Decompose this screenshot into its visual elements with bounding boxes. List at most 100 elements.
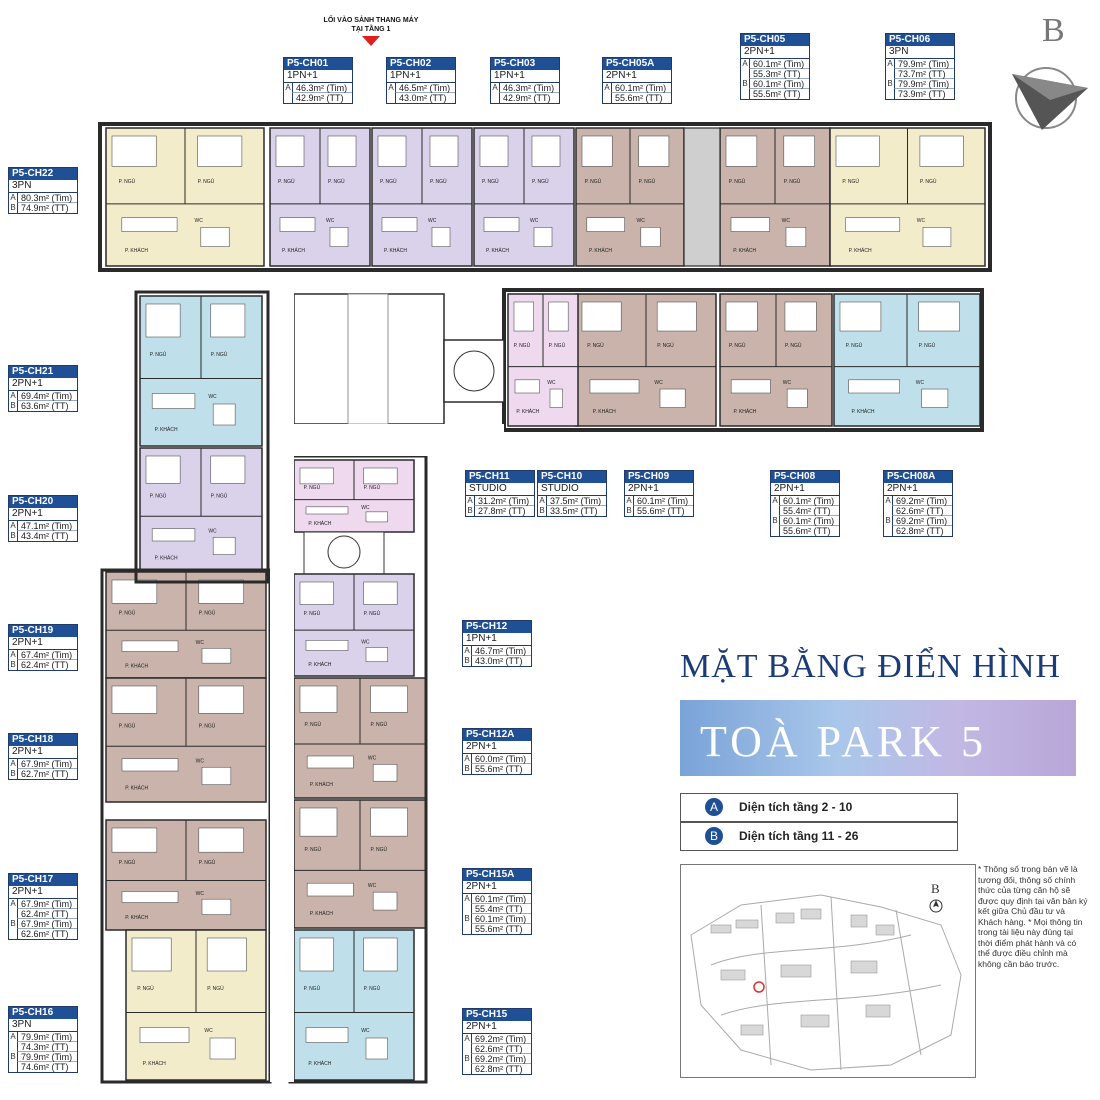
room-label: WC: [196, 640, 205, 646]
room-label: WC: [428, 218, 437, 224]
floor-range-letter: A: [492, 83, 498, 92]
legend-badge: A: [705, 798, 723, 816]
site-location-map: B: [680, 864, 976, 1078]
floor-range-letter: A: [10, 521, 16, 530]
unit-code: P5-CH05: [741, 34, 809, 46]
sofa-furniture: [483, 217, 520, 232]
room-label: P. NGỦ: [119, 859, 136, 866]
sofa-furniture: [730, 379, 771, 394]
building-name: TOÀ PARK 5: [700, 717, 987, 766]
unit-area-row: 42.9m² (TT): [491, 93, 559, 103]
unit-type: 2PN+1: [741, 46, 809, 59]
room-label: WC: [782, 218, 791, 224]
bed-furniture: [919, 135, 964, 167]
staircase-icon: [327, 535, 361, 569]
area-value: 67.9m² (Tim): [17, 899, 77, 909]
floor-range-letter: A: [626, 496, 632, 505]
room-label: P. KHÁCH: [384, 247, 407, 254]
top-wing-outline: [98, 122, 992, 272]
area-value: 55.3m² (TT): [749, 69, 809, 79]
area-value: 46.7m² (Tim): [471, 646, 531, 656]
area-value: 55.4m² (TT): [471, 904, 531, 914]
area-value: 55.6m² (TT): [779, 526, 839, 536]
area-value: 27.8m² (TT): [474, 506, 534, 516]
unit-code: P5-CH09: [625, 471, 693, 483]
room-label: WC: [530, 218, 539, 224]
floor-range-letter: A: [285, 83, 291, 92]
bed-furniture: [197, 135, 243, 167]
floor-range-letter: A: [10, 650, 16, 659]
bath-fixture: [209, 1037, 236, 1060]
room-label: P. NGỦ: [549, 342, 566, 349]
floor-range-letter: [463, 1064, 471, 1074]
room-label: P. NGỦ: [364, 985, 381, 992]
room-label: WC: [368, 756, 377, 762]
room-label: P. NGỦ: [304, 985, 321, 992]
plan-title: MẶT BẰNG ĐIỂN HÌNH: [680, 648, 1061, 685]
unit-type: STUDIO: [538, 483, 606, 496]
staircase-icon: [453, 350, 495, 392]
bed-furniture: [581, 135, 613, 167]
sofa-furniture: [121, 758, 179, 772]
unit-code: P5-CH21: [9, 366, 77, 378]
title-band: [680, 700, 1076, 776]
room-label: WC: [547, 380, 556, 386]
area-value: 60.1m² (Tim): [749, 59, 809, 69]
bed-furniture: [145, 303, 181, 338]
bed-furniture: [111, 135, 157, 167]
shaft: [683, 127, 721, 267]
area-value: 69.2m² (Tim): [471, 1034, 531, 1044]
room-label: P. NGỦ: [919, 342, 936, 349]
floor-range-letter: B: [464, 764, 470, 773]
bed-furniture: [299, 807, 338, 837]
area-value: 46.3m² (Tim): [499, 83, 559, 93]
bath-fixture: [200, 227, 230, 247]
bath-fixture: [365, 511, 388, 523]
bed-furniture: [638, 135, 670, 167]
area-value: 60.0m² (Tim): [471, 754, 531, 764]
floor-range-letter: B: [464, 1054, 470, 1063]
room-label: P. KHÁCH: [125, 247, 148, 254]
floor-range-letter: A: [772, 496, 778, 505]
area-value: 62.8m² (TT): [892, 526, 952, 536]
area-value: 46.3m² (Tim): [292, 83, 352, 93]
unit-type: 2PN+1: [463, 881, 531, 894]
bed-furniture: [370, 807, 408, 837]
room-label: P. NGỦ: [304, 484, 321, 491]
bed-furniture: [198, 579, 244, 604]
floor-range-letter: A: [464, 646, 470, 655]
area-value: 60.1m² (Tim): [779, 516, 839, 526]
unit-type: 2PN+1: [463, 741, 531, 754]
map-compass-icon: [929, 899, 943, 913]
room-label: P. NGỦ: [657, 342, 674, 349]
legend-badge: B: [705, 827, 723, 845]
unit-type: 2PN+1: [9, 637, 77, 650]
room-label: P. NGỦ: [587, 342, 604, 349]
area-value: 79.9m² (Tim): [17, 1052, 77, 1062]
core-area: [443, 339, 505, 403]
floor-range-letter: B: [10, 203, 16, 212]
unit-type: 1PN+1: [463, 633, 531, 646]
room-label: WC: [194, 218, 203, 224]
bed-furniture: [835, 135, 880, 167]
floor-range-letter: B: [10, 660, 16, 669]
unit-code: P5-CH22: [9, 168, 77, 180]
room-label: P. NGỦ: [380, 178, 397, 185]
room-label: P. KHÁCH: [486, 247, 509, 254]
area-value: 62.6m² (TT): [892, 506, 952, 516]
bed-furniture: [581, 301, 622, 332]
bath-fixture: [365, 647, 388, 663]
floor-range-letter: B: [10, 531, 16, 540]
unit-code: P5-CH02: [387, 58, 455, 70]
room-label: P. NGỦ: [846, 342, 863, 349]
